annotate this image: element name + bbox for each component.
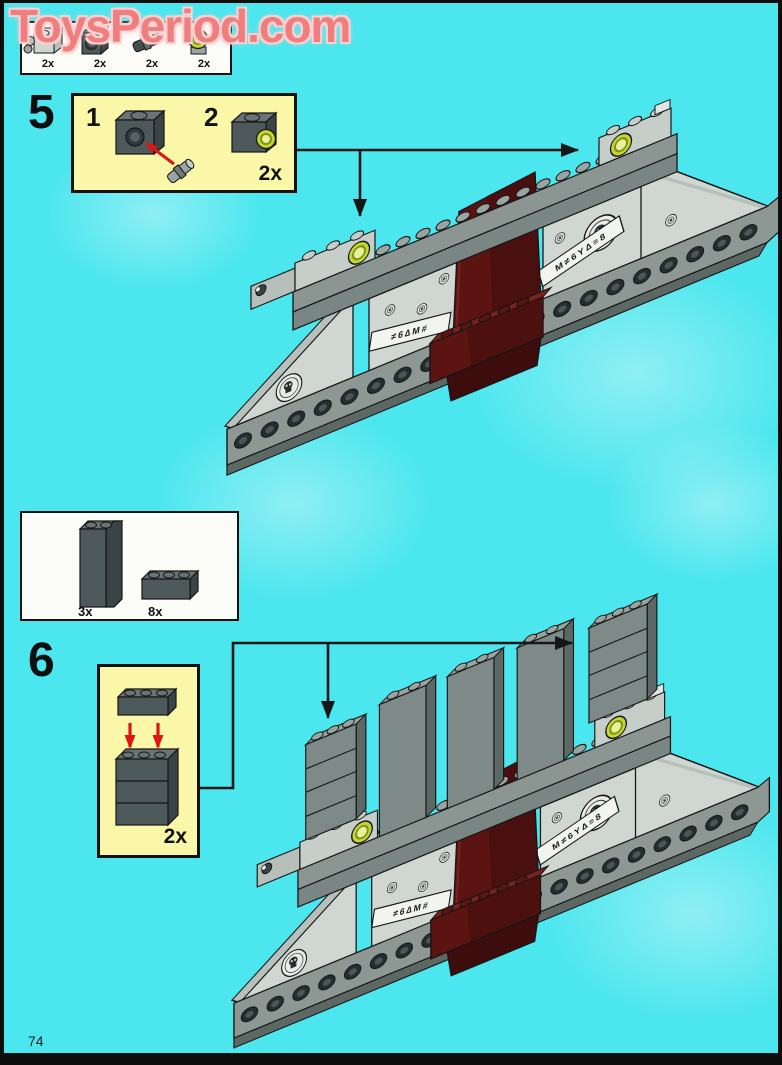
mid-parts-illustration xyxy=(78,520,200,608)
step5-count: 2x xyxy=(258,162,282,185)
pillar-tall-2 xyxy=(445,646,506,810)
step6-count: 2x xyxy=(163,825,187,848)
hinge-brick-assembly-icon xyxy=(23,26,64,54)
pillar-tall-3 xyxy=(515,617,576,781)
step6-pillars xyxy=(303,592,659,841)
step5-callout-box: 1 2 xyxy=(71,93,297,193)
red-insert-arrow xyxy=(145,141,175,166)
pillar-stack-left xyxy=(303,712,368,841)
part-count: 2x xyxy=(41,58,55,70)
step5-assembly xyxy=(225,55,779,494)
part-count: 8x xyxy=(148,604,163,619)
part-cell: 2x xyxy=(178,23,230,73)
part-count: 2x xyxy=(145,58,159,70)
part-cell: 2x xyxy=(126,23,178,73)
part-count: 2x xyxy=(93,58,107,70)
parts-callout-box-top: 2x 2x 2x xyxy=(20,21,232,75)
step5-arrows xyxy=(293,143,579,217)
pillar-stack-right xyxy=(586,592,659,724)
watermark: ToysPeriod.com xyxy=(10,0,351,52)
pin-part xyxy=(167,158,195,184)
part-count: 3x xyxy=(78,604,93,619)
technic-pin-icon xyxy=(132,32,162,53)
part-cell: 2x xyxy=(74,23,126,73)
step5-callout-illustration xyxy=(114,109,278,184)
pillar-tall-1 xyxy=(377,674,438,838)
part-count: 2x xyxy=(197,58,211,70)
step6-callout-illustration xyxy=(114,687,180,827)
step-number-5: 5 xyxy=(28,86,55,139)
step-number-6: 6 xyxy=(28,634,55,687)
step6-arrows xyxy=(196,636,573,790)
substep-label-2: 2 xyxy=(204,102,219,132)
substep-label-1: 1 xyxy=(86,102,101,132)
part-cell: 2x xyxy=(22,23,74,73)
step6-assembly xyxy=(232,592,769,1065)
step6-callout-box: 2x xyxy=(97,664,200,858)
technic-brick-icon xyxy=(80,25,110,56)
lime-light-icon xyxy=(187,28,209,55)
page-number: 74 xyxy=(28,1033,44,1049)
parts-callout-box-mid: 3x 8x xyxy=(20,511,239,621)
